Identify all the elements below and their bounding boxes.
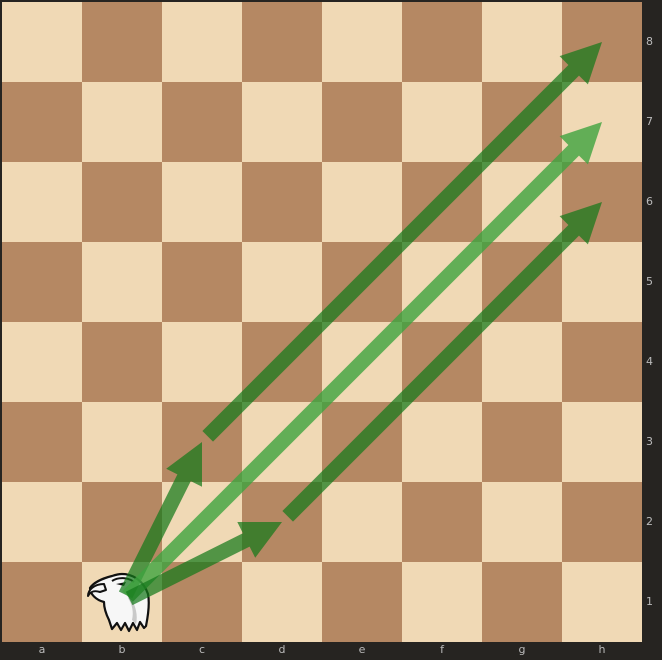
square-e3[interactable] — [322, 402, 402, 482]
file-label-e: e — [358, 643, 366, 656]
square-a2[interactable] — [2, 482, 82, 562]
rank-label-5: 5 — [646, 275, 653, 288]
square-f3[interactable] — [402, 402, 482, 482]
eagle-neck-shade — [128, 596, 137, 624]
square-h1[interactable] — [562, 562, 642, 642]
square-h5[interactable] — [562, 242, 642, 322]
file-label-f: f — [440, 643, 444, 656]
square-e6[interactable] — [322, 162, 402, 242]
square-g7[interactable] — [482, 82, 562, 162]
square-d2[interactable] — [242, 482, 322, 562]
square-e1[interactable] — [322, 562, 402, 642]
square-h4[interactable] — [562, 322, 642, 402]
rank-label-4: 4 — [646, 355, 653, 368]
square-d7[interactable] — [242, 82, 322, 162]
square-b3[interactable] — [82, 402, 162, 482]
square-g4[interactable] — [482, 322, 562, 402]
square-a5[interactable] — [2, 242, 82, 322]
square-c7[interactable] — [162, 82, 242, 162]
square-b8[interactable] — [82, 2, 162, 82]
square-e2[interactable] — [322, 482, 402, 562]
square-g1[interactable] — [482, 562, 562, 642]
square-d8[interactable] — [242, 2, 322, 82]
square-h2[interactable] — [562, 482, 642, 562]
square-d3[interactable] — [242, 402, 322, 482]
square-d5[interactable] — [242, 242, 322, 322]
rank-label-6: 6 — [646, 195, 653, 208]
square-d6[interactable] — [242, 162, 322, 242]
square-c6[interactable] — [162, 162, 242, 242]
square-a7[interactable] — [2, 82, 82, 162]
square-f6[interactable] — [402, 162, 482, 242]
square-d1[interactable] — [242, 562, 322, 642]
square-h3[interactable] — [562, 402, 642, 482]
chess-board[interactable] — [2, 2, 642, 642]
square-c3[interactable] — [162, 402, 242, 482]
rank-label-7: 7 — [646, 115, 653, 128]
square-f2[interactable] — [402, 482, 482, 562]
square-a6[interactable] — [2, 162, 82, 242]
square-h8[interactable] — [562, 2, 642, 82]
square-b6[interactable] — [82, 162, 162, 242]
rank-label-8: 8 — [646, 35, 653, 48]
square-e5[interactable] — [322, 242, 402, 322]
square-b5[interactable] — [82, 242, 162, 322]
square-h6[interactable] — [562, 162, 642, 242]
board-squares — [2, 2, 642, 642]
square-g8[interactable] — [482, 2, 562, 82]
square-g6[interactable] — [482, 162, 562, 242]
square-g5[interactable] — [482, 242, 562, 322]
square-a1[interactable] — [2, 562, 82, 642]
square-c5[interactable] — [162, 242, 242, 322]
square-a4[interactable] — [2, 322, 82, 402]
file-label-d: d — [278, 643, 286, 656]
square-g3[interactable] — [482, 402, 562, 482]
rank-label-3: 3 — [646, 435, 653, 448]
square-g2[interactable] — [482, 482, 562, 562]
square-e7[interactable] — [322, 82, 402, 162]
square-f5[interactable] — [402, 242, 482, 322]
file-label-b: b — [118, 643, 126, 656]
square-a8[interactable] — [2, 2, 82, 82]
file-label-h: h — [598, 643, 606, 656]
square-c1[interactable] — [162, 562, 242, 642]
square-e4[interactable] — [322, 322, 402, 402]
square-h7[interactable] — [562, 82, 642, 162]
square-f4[interactable] — [402, 322, 482, 402]
square-f8[interactable] — [402, 2, 482, 82]
square-e8[interactable] — [322, 2, 402, 82]
square-b2[interactable] — [82, 482, 162, 562]
file-label-g: g — [518, 643, 526, 656]
square-f1[interactable] — [402, 562, 482, 642]
rank-label-2: 2 — [646, 515, 653, 528]
square-c8[interactable] — [162, 2, 242, 82]
square-b4[interactable] — [82, 322, 162, 402]
square-c4[interactable] — [162, 322, 242, 402]
file-label-a: a — [38, 643, 46, 656]
square-a3[interactable] — [2, 402, 82, 482]
eagle-beak-icon — [87, 583, 107, 597]
square-f7[interactable] — [402, 82, 482, 162]
square-d4[interactable] — [242, 322, 322, 402]
square-c2[interactable] — [162, 482, 242, 562]
file-label-c: c — [198, 643, 206, 656]
rank-label-1: 1 — [646, 595, 653, 608]
square-b7[interactable] — [82, 82, 162, 162]
